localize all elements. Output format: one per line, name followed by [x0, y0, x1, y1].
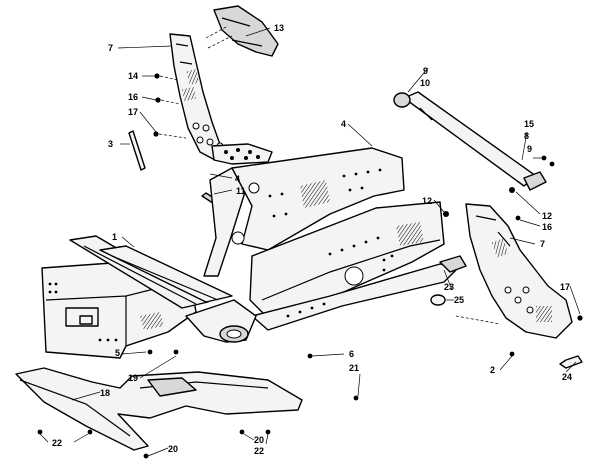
callout-20: 20 — [168, 444, 178, 454]
rod-3 — [128, 130, 146, 171]
callout-12: 12 — [422, 196, 432, 206]
callout-16: 16 — [542, 222, 552, 232]
callout-10: 10 — [420, 78, 430, 88]
callout-23: 23 — [444, 282, 454, 292]
steering-support-right — [465, 203, 573, 339]
spacer-25 — [430, 294, 446, 306]
callout-9: 9 — [423, 66, 428, 76]
callout-14: 14 — [128, 71, 138, 81]
bracket-24 — [559, 355, 583, 369]
frame-top-holes — [268, 168, 382, 218]
steering-shaft — [393, 91, 547, 191]
callout-1: 1 — [112, 232, 117, 242]
callout-4: 4 — [235, 174, 240, 184]
cover-bracket — [205, 5, 279, 57]
leader-lines — [39, 27, 581, 457]
callout-17: 17 — [560, 282, 570, 292]
callout-15: 15 — [524, 119, 534, 129]
clip-23 — [439, 255, 467, 273]
callout-24: 24 — [562, 372, 572, 382]
callout-3: 3 — [108, 139, 113, 149]
callout-21: 21 — [349, 363, 359, 373]
callout-16: 16 — [128, 92, 138, 102]
callout-7: 7 — [108, 43, 113, 53]
steering-support-base-plate — [211, 143, 273, 165]
callout-25: 25 — [454, 295, 464, 305]
main-frame — [41, 147, 459, 359]
belly-pan — [15, 367, 303, 451]
callout-6: 6 — [349, 349, 354, 359]
frame-floor-holes — [286, 302, 326, 318]
callout-17: 17 — [128, 107, 138, 117]
callout-12: 12 — [542, 211, 552, 221]
callout-13: 13 — [274, 23, 284, 33]
frame-wall-holes — [328, 236, 394, 272]
fasteners-right — [443, 155, 583, 321]
frame-side-holes — [48, 282, 118, 342]
steering-support-upper — [169, 33, 231, 161]
callout-19: 19 — [128, 373, 138, 383]
callout-22: 22 — [254, 446, 264, 456]
callout-20: 20 — [254, 435, 264, 445]
fasteners-upper-left — [153, 73, 187, 139]
callout-5: 5 — [115, 348, 120, 358]
callout-4: 4 — [341, 119, 346, 129]
fasteners-bottom — [37, 349, 515, 459]
callout-2: 2 — [490, 365, 495, 375]
callout-labels: 1 2 3 4 4 5 6 7 7 8 9 9 10 11 12 12 13 1… — [52, 23, 572, 456]
callout-11: 11 — [236, 186, 246, 196]
callout-22: 22 — [52, 438, 62, 448]
callout-9: 9 — [527, 144, 532, 154]
callout-7: 7 — [540, 239, 545, 249]
callout-8: 8 — [524, 131, 529, 141]
callout-18: 18 — [100, 388, 110, 398]
